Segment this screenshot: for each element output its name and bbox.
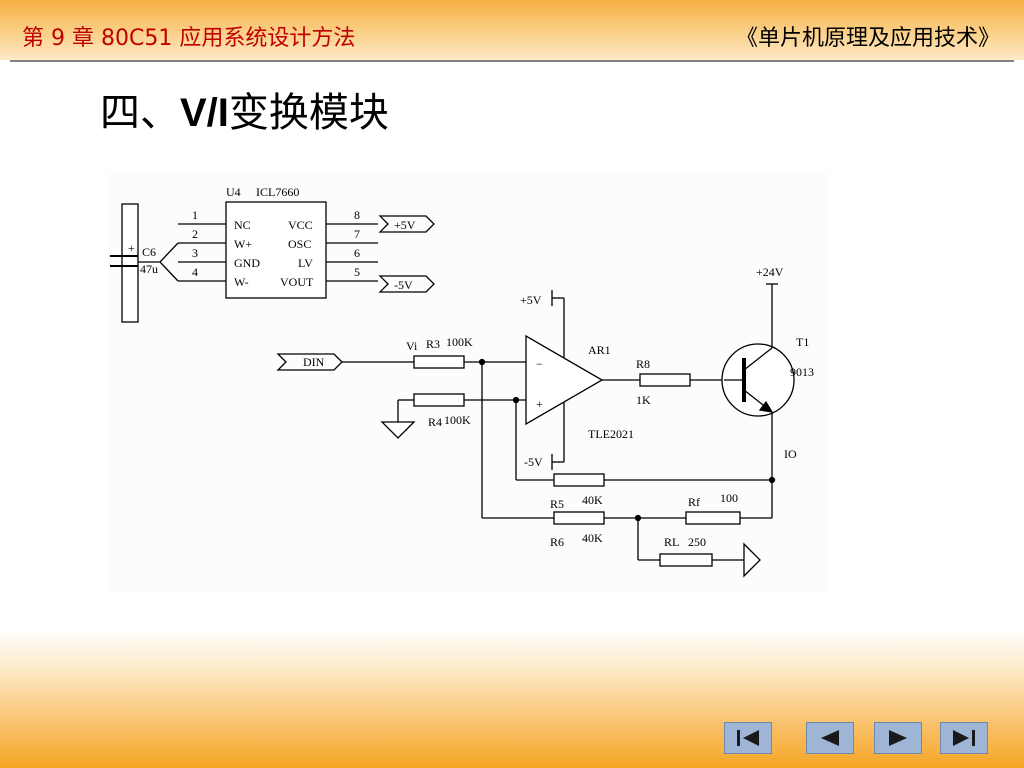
u4-pin-name-gnd: GND [234, 256, 260, 270]
u4-pin-3: 3 [192, 246, 198, 260]
u4-pin-name-lv: LV [298, 256, 313, 270]
label-r3: R3 [426, 337, 440, 351]
next-slide-button[interactable] [874, 722, 922, 754]
label-r5: R5 [550, 497, 564, 511]
label-io: IO [784, 447, 797, 461]
opamp-ar1: − + +5V -5V AR1 TLE2021 [520, 290, 634, 470]
u4-pin-name-vcc: VCC [288, 218, 313, 232]
u4-pin-4: 4 [192, 265, 198, 279]
label-r4: R4 [428, 415, 442, 429]
amp-ref: AR1 [588, 343, 611, 357]
resistor-rl [659, 553, 713, 567]
resistor-rf [685, 511, 741, 525]
u4-pin-6: 6 [354, 246, 360, 260]
label-r8-value: 1K [636, 393, 651, 407]
amp-supply-neg: -5V [524, 455, 543, 469]
u4-pin-name-wplus: W+ [234, 237, 252, 251]
label-t1-part: 9013 [790, 365, 814, 379]
svg-text:−: − [536, 357, 543, 371]
u4-pin-2: 2 [192, 227, 198, 241]
rl-ground-symbol [743, 542, 761, 578]
c6-ref: C6 [142, 245, 156, 259]
u4-pin-1: 1 [192, 208, 198, 222]
svg-text:-5V: -5V [394, 278, 413, 292]
slide-title-vi: V/I [180, 91, 229, 135]
svg-text:+: + [128, 241, 135, 255]
label-vi: Vi [406, 339, 418, 353]
resistor-r3 [413, 355, 465, 369]
resistor-r6 [553, 511, 605, 525]
port-plus5v: +5V [378, 215, 435, 233]
label-t1: T1 [796, 335, 809, 349]
label-r6-value: 40K [582, 531, 603, 545]
u4-pin-name-vout: VOUT [280, 275, 314, 289]
header-bar [0, 0, 1024, 60]
u4-pin-name-nc: NC [234, 218, 251, 232]
slide-title: 四、V/I变换模块 [100, 80, 389, 138]
icl7660-chip: U4 ICL7660 1 2 3 4 NC W+ GND W- 8 7 6 5 … [178, 185, 378, 299]
label-rl-value: 250 [688, 535, 706, 549]
resistor-r5 [553, 473, 605, 487]
label-r8: R8 [636, 357, 650, 371]
svg-text:DIN: DIN [303, 355, 325, 369]
port-minus5v: -5V [378, 275, 435, 293]
port-din: DIN [276, 353, 343, 371]
header-divider [10, 60, 1014, 62]
label-r4-value: 100K [444, 413, 471, 427]
prev-slide-icon [821, 730, 839, 746]
u4-pin-name-wminus: W- [234, 275, 249, 289]
label-24v: +24V [756, 265, 784, 279]
first-slide-button[interactable] [724, 722, 772, 754]
u4-part: ICL7660 [256, 185, 299, 199]
prev-slide-button[interactable] [806, 722, 854, 754]
u4-pin-name-osc: OSC [288, 237, 311, 251]
amp-supply-pos: +5V [520, 293, 542, 307]
next-slide-icon [889, 730, 907, 746]
label-rf: Rf [688, 495, 700, 509]
ground-symbol [380, 421, 416, 439]
label-r6: R6 [550, 535, 564, 549]
label-rf-value: 100 [720, 491, 738, 505]
u4-ref: U4 [226, 185, 241, 199]
u4-pin-8: 8 [354, 208, 360, 222]
capacitor-c6: + C6 47u [110, 203, 179, 323]
resistor-r8 [639, 373, 691, 387]
resistor-r4 [413, 393, 465, 407]
label-r3-value: 100K [446, 335, 473, 349]
svg-text:+5V: +5V [394, 218, 416, 232]
last-slide-icon [953, 730, 975, 746]
slide-title-suffix: 变换模块 [228, 90, 389, 136]
chapter-title: 第 9 章 80C51 应用系统设计方法 [22, 26, 356, 51]
slide-title-prefix: 四、 [100, 90, 180, 136]
amp-part: TLE2021 [588, 427, 634, 441]
transistor-t1: T1 9013 [721, 335, 814, 417]
u4-pin-7: 7 [354, 227, 360, 241]
u4-pin-5: 5 [354, 265, 360, 279]
vi-converter-circuit: U4 ICL7660 1 2 3 4 NC W+ GND W- 8 7 6 5 … [108, 172, 828, 592]
first-slide-icon [737, 730, 759, 746]
last-slide-button[interactable] [940, 722, 988, 754]
c6-value: 47u [140, 262, 158, 276]
label-rl: RL [664, 535, 679, 549]
svg-text:+: + [536, 397, 543, 411]
footer-bar [0, 628, 1024, 768]
label-r5-value: 40K [582, 493, 603, 507]
book-title: 《单片机原理及应用技术》 [735, 26, 1000, 51]
